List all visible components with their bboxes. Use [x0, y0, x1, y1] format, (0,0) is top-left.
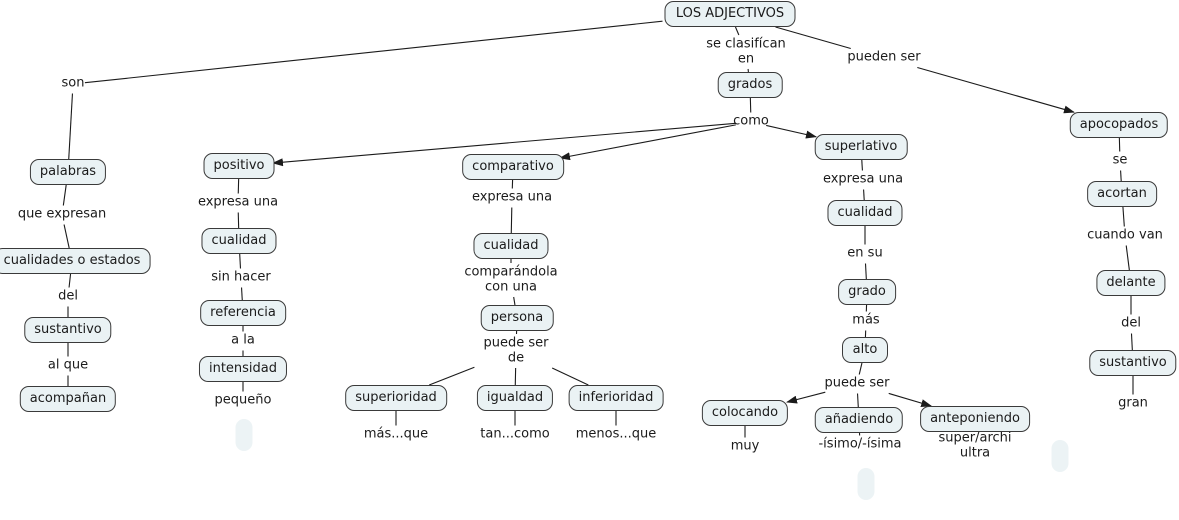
concept-node-grados[interactable]: grados: [717, 72, 783, 98]
concept-node-positivo[interactable]: positivo: [203, 153, 275, 179]
concept-node-anteponiendo[interactable]: anteponiendo: [920, 406, 1030, 432]
concept-node-comparativo[interactable]: comparativo: [462, 154, 564, 180]
edge-e-cualidades-del: [68, 273, 72, 288]
ghost-node-ghost-1: [235, 419, 253, 451]
concept-node-root[interactable]: LOS ADJECTIVOS: [664, 1, 796, 27]
concept-node-alto[interactable]: alto: [842, 337, 888, 363]
concept-node-referencia[interactable]: referencia: [200, 300, 286, 326]
edge-e-puedeser2-anadiendo: [856, 393, 859, 408]
edge-e-se-acortan: [1120, 170, 1122, 182]
link-label-lbl-expresa-una-3: expresa una: [822, 171, 904, 187]
concept-node-inferioridad[interactable]: inferioridad: [568, 385, 664, 411]
link-label-lbl-mas: más: [852, 312, 880, 328]
link-label-lbl-super-archi: super/archi ultra: [938, 430, 1012, 460]
link-label-lbl-pequeno: pequeño: [214, 392, 272, 408]
link-label-lbl-son: son: [61, 75, 85, 91]
edge-e-como-superlativo: [766, 124, 817, 139]
link-label-lbl-tan-como: tan...como: [480, 426, 550, 442]
edge-e-pueden-apocopados: [917, 66, 1075, 114]
edge-e-acortan-cuando: [1122, 206, 1125, 227]
link-label-lbl-sin-hacer: sin hacer: [211, 269, 271, 285]
concept-node-cualidad3[interactable]: cualidad: [827, 200, 903, 226]
link-label-lbl-comparandola: comparándola con una: [464, 264, 558, 294]
edge-e-puedeser2-colocando: [786, 391, 826, 404]
concept-node-colocando[interactable]: colocando: [701, 400, 789, 426]
link-label-lbl-puede-ser-2: puede ser: [824, 375, 890, 391]
edge-e-del2-sustantivo2: [1130, 333, 1133, 351]
link-label-lbl-como: como: [733, 113, 769, 129]
link-label-lbl-mas-que: más...que: [363, 426, 429, 442]
edge-e-cuando-delante: [1125, 245, 1130, 271]
edge-e-sinhacer-referencia: [240, 287, 243, 301]
edge-e-expresa-cualidad3: [863, 189, 865, 201]
concept-node-grado[interactable]: grado: [838, 279, 896, 305]
concept-node-palabras[interactable]: palabras: [29, 159, 107, 185]
edge-e-son-palabras: [68, 93, 74, 160]
link-label-lbl-que-expresan: que expresan: [17, 206, 107, 222]
link-label-lbl-al-que: al que: [47, 357, 89, 373]
concept-node-persona[interactable]: persona: [480, 305, 554, 331]
concept-node-superioridad[interactable]: superioridad: [345, 385, 447, 411]
link-label-lbl-menos-que: menos...que: [575, 426, 657, 442]
concept-node-igualdad[interactable]: igualdad: [476, 385, 554, 411]
edge-e-expresa-cualidad2: [510, 207, 513, 234]
concept-node-intensidad[interactable]: intensidad: [198, 356, 288, 382]
link-label-lbl-cuando-van: cuando van: [1087, 227, 1163, 243]
edge-e-root-clasifican: [734, 26, 740, 36]
concept-node-cualidad1[interactable]: cualidad: [201, 228, 277, 254]
link-label-lbl-puede-ser-de: puede ser de: [483, 335, 549, 365]
edge-e-puedeser2-anteponiendo: [888, 392, 933, 407]
edge-e-ensu-grado: [864, 263, 867, 280]
concept-node-cualidad2[interactable]: cualidad: [473, 233, 549, 259]
link-label-lbl-gran: gran: [1118, 395, 1148, 411]
concept-node-acortan[interactable]: acortan: [1087, 181, 1157, 207]
edge-e-superlativo-expresa: [861, 159, 863, 171]
ghost-node-ghost-2: [857, 468, 875, 500]
edge-e-root-pueden: [775, 26, 851, 50]
edge-e-expresan-cualidades: [63, 224, 70, 249]
link-label-lbl-pueden-ser: pueden ser: [847, 49, 921, 65]
concept-node-sustantivo2[interactable]: sustantivo: [1089, 350, 1177, 376]
edge-e-comparandola-persona: [513, 296, 516, 306]
link-label-lbl-en-su: en su: [847, 245, 883, 261]
concept-node-superlativo[interactable]: superlativo: [814, 134, 908, 160]
link-label-lbl-del-2: del: [1121, 315, 1141, 331]
link-label-lbl-expresa-una-1: expresa una: [197, 194, 279, 210]
edge-e-puedeser-superioridad: [428, 366, 475, 386]
link-label-lbl-a-la: a la: [231, 332, 255, 348]
edge-e-palabras-expresan: [62, 184, 67, 206]
ghost-node-ghost-3: [1051, 440, 1069, 472]
concept-node-acompanan[interactable]: acompañan: [19, 386, 117, 412]
concept-node-delante[interactable]: delante: [1096, 270, 1166, 296]
edge-e-como-comparativo: [559, 124, 736, 161]
edge-e-root-son: [84, 20, 663, 84]
concept-node-anadiendo[interactable]: añadiendo: [814, 407, 904, 433]
link-label-lbl-se-2: se: [1112, 152, 1128, 168]
concept-node-sustantivo1[interactable]: sustantivo: [24, 317, 112, 343]
link-label-lbl-se-clasifican: se clasifícan en: [706, 36, 786, 66]
edge-e-puedeser-inferioridad: [551, 367, 589, 386]
link-label-lbl-expresa-una-2: expresa una: [471, 189, 553, 205]
concept-node-cualidades[interactable]: cualidades o estados: [0, 248, 151, 274]
link-label-lbl-muy: muy: [730, 438, 760, 454]
edge-e-cualidad1-sinhacer: [239, 253, 242, 269]
link-label-lbl-isimo: -ísimo/-ísima: [818, 436, 902, 452]
link-label-lbl-del-1: del: [58, 288, 78, 304]
concept-node-apocopados[interactable]: apocopados: [1069, 112, 1169, 138]
edge-e-alto-puedeser: [858, 362, 863, 375]
